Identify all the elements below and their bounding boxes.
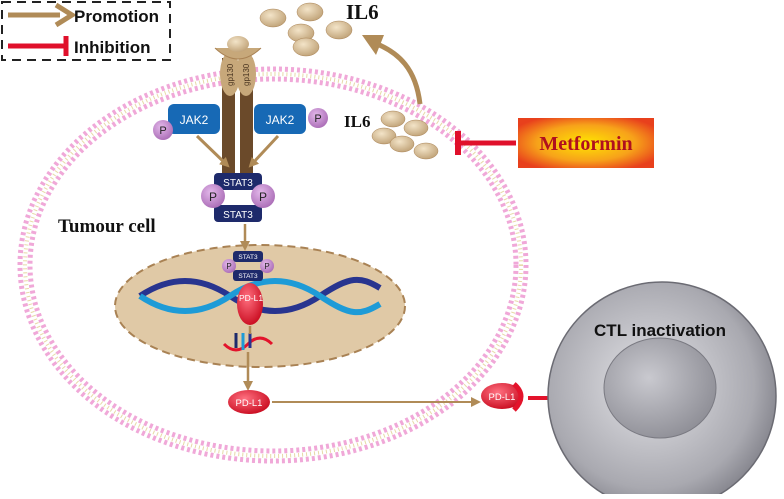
- jak2-right-label: JAK2: [266, 113, 295, 127]
- il6-side-label: IL6: [344, 112, 370, 131]
- tumour-cell-label: Tumour cell: [58, 216, 156, 237]
- promotion-arrow: [195, 134, 280, 168]
- metformin-inhibition: [455, 131, 516, 155]
- promotion-arrow-icon: [8, 2, 77, 28]
- phospho-label: P: [264, 262, 269, 271]
- stat3-label: STAT3: [223, 178, 253, 189]
- pdl1-membrane: PD-L1: [481, 382, 552, 412]
- promotion-label: Promotion: [74, 7, 159, 26]
- pdl1-gene: PD-L1: [237, 283, 263, 325]
- gp130-right-label: gp130: [242, 63, 251, 86]
- pdl1-label: PD-L1: [239, 293, 263, 303]
- secretion-arrow-icon: [362, 35, 384, 55]
- phospho-circle: [308, 108, 328, 128]
- metformin-label: Metformin: [539, 133, 632, 155]
- gp130-receptor: gp130 gp130: [214, 36, 262, 173]
- phospho-label: P: [314, 113, 321, 125]
- jak2-left-label: JAK2: [180, 113, 209, 127]
- pdl1-label: PD-L1: [489, 392, 516, 403]
- stat3-label: STAT3: [238, 273, 258, 280]
- mrna-icon: [222, 333, 274, 352]
- inhibition-label: Inhibition: [74, 38, 150, 57]
- jak2-left: JAK2 P: [153, 104, 220, 140]
- ctl-inactivation-label: CTL inactivation: [594, 321, 726, 340]
- phospho-circle: [153, 120, 173, 140]
- legend: Promotion Inhibition: [1, 1, 171, 61]
- il6-cluster-inside: [371, 110, 439, 160]
- ctl-cell: CTL inactivation: [547, 281, 777, 499]
- phospho-label: P: [259, 190, 267, 204]
- pdl1-label: PD-L1: [236, 398, 263, 409]
- stat3-label: STAT3: [223, 210, 253, 221]
- phospho-label: P: [226, 262, 231, 271]
- stat3-dimer: STAT3 STAT3 P P: [201, 173, 275, 222]
- pdl1-protein: PD-L1: [228, 390, 270, 414]
- stat3-dimer-nuclear: STAT3 STAT3 P P: [222, 251, 274, 281]
- metformin-box: Metformin: [518, 118, 654, 168]
- gp130-left-label: gp130: [226, 63, 235, 86]
- phospho-label: P: [209, 190, 217, 204]
- il6-top-label: IL6: [346, 0, 379, 24]
- jak2-right: JAK2 P: [254, 104, 328, 134]
- inhibition-bar-icon: [8, 36, 69, 56]
- il6-cluster-outside: [259, 2, 353, 57]
- dna-helix-icon: [138, 276, 382, 316]
- stat3-label: STAT3: [238, 254, 258, 261]
- phospho-label: P: [159, 125, 166, 137]
- il6-bound-particle: [227, 36, 249, 52]
